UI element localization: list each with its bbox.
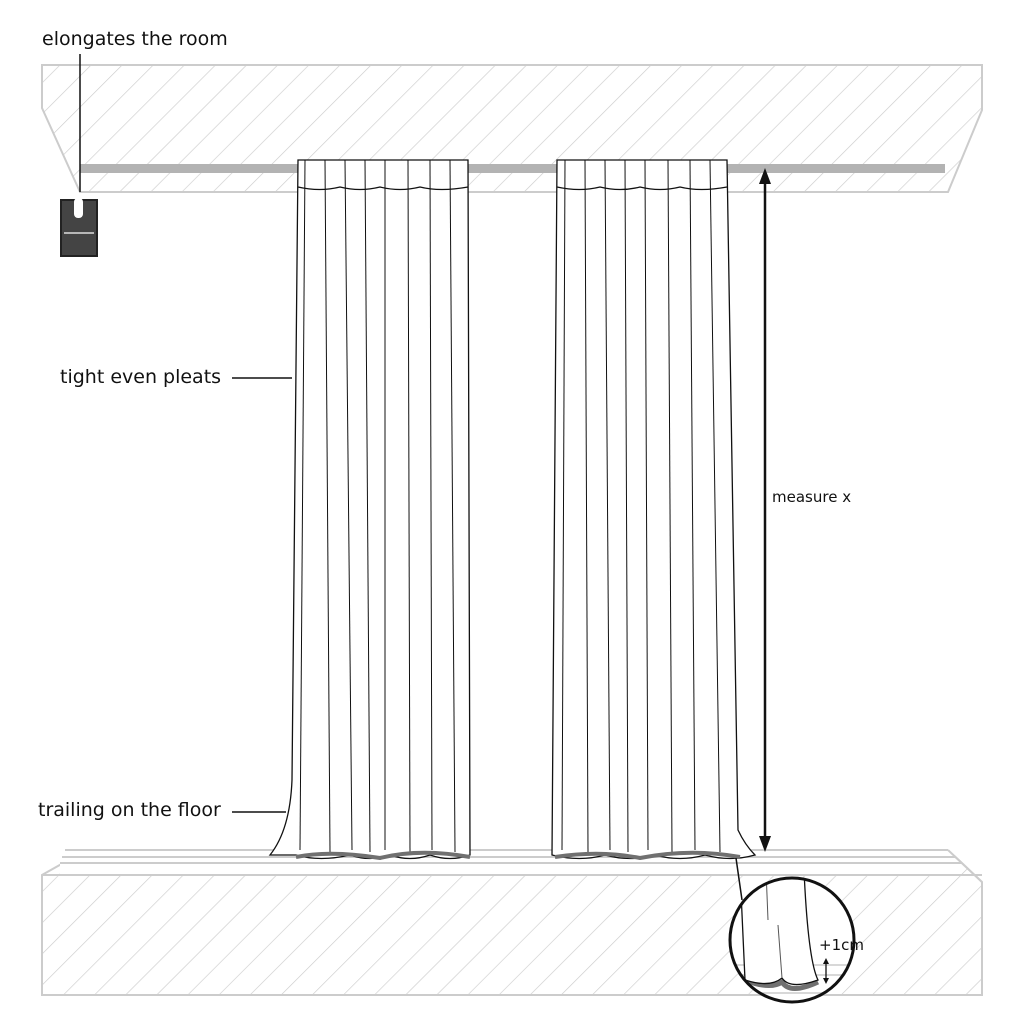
right-curtain xyxy=(551,159,757,861)
label-elongates: elongates the room xyxy=(42,28,228,50)
rod-bracket-icon xyxy=(60,198,98,257)
measure-arrow xyxy=(759,168,771,852)
left-curtain xyxy=(268,159,471,861)
label-pleats: tight even pleats xyxy=(60,366,222,388)
ceiling xyxy=(41,64,983,193)
leader-inset xyxy=(735,857,743,901)
detail-inset xyxy=(728,876,856,1004)
label-trailing: trailing on the floor xyxy=(38,799,221,821)
label-inset: +1cm xyxy=(819,936,864,954)
label-measure: measure x xyxy=(772,488,852,506)
curtain-rod xyxy=(80,164,945,173)
